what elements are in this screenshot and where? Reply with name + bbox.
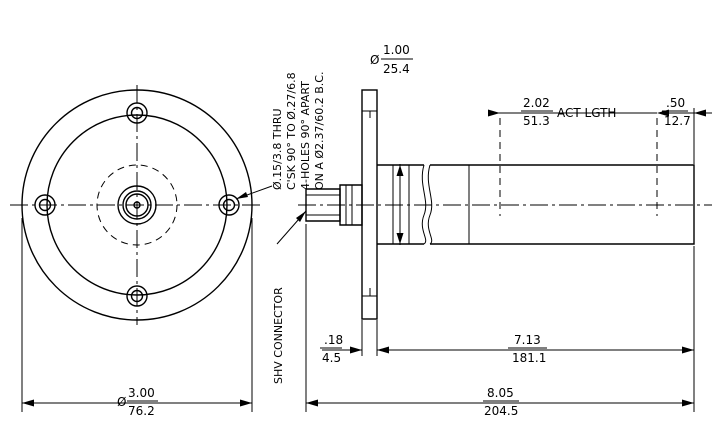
front-diameter-inch: 3.00: [128, 386, 155, 400]
connector-label: SHV CONNECTOR: [272, 287, 285, 384]
break-line-right: [427, 164, 433, 245]
active-length-mm: 51.3: [523, 114, 550, 128]
body-length-mm: 181.1: [512, 351, 546, 365]
connector-leader-arrow: [296, 211, 306, 222]
neck-diameter-prefix: Ø: [370, 53, 379, 67]
neck-diameter-dimension: Ø 1.00 25.4: [370, 43, 413, 245]
neck-diameter-inch: 1.00: [383, 43, 410, 57]
body-length-dimension: 7.13 181.1: [377, 246, 695, 365]
body-length-inch: 7.13: [514, 333, 541, 347]
connector-label-group: SHV CONNECTOR: [272, 287, 285, 384]
hole-note-line4: ON A Ø2.37/60.2 B.C.: [313, 72, 326, 190]
flange-thickness-mm: 4.5: [322, 351, 341, 365]
end-offset-mm: 12.7: [664, 114, 691, 128]
hole-note-arrow: [236, 192, 248, 199]
side-view: [298, 89, 712, 320]
hole-note-line3: 4-HOLES 90° APART: [299, 81, 312, 190]
end-offset-dimension: .50 12.7: [662, 96, 712, 164]
overall-length-inch: 8.05: [487, 386, 514, 400]
flange-thickness-inch: .18: [324, 333, 343, 347]
active-length-dimension: 2.02 51.3 ACT LGTH: [488, 96, 669, 128]
front-diameter-mm: 76.2: [128, 404, 155, 418]
overall-length-dimension: 8.05 204.5: [305, 224, 695, 418]
front-diameter-prefix: Ø: [117, 395, 126, 409]
break-line-left: [421, 164, 427, 245]
active-length-inch: 2.02: [523, 96, 550, 110]
front-view: [10, 85, 273, 325]
overall-length-mm: 204.5: [484, 404, 518, 418]
end-offset-inch: .50: [666, 96, 685, 110]
front-diameter-dimension: Ø 3.00 76.2: [21, 218, 253, 418]
neck-diameter-mm: 25.4: [383, 62, 410, 76]
hole-note-line1: Ø.15/3.8 THRU: [271, 108, 284, 190]
hole-spec-note: Ø.15/3.8 THRU C'SK 90° TO Ø.27/6.8 4-HOL…: [271, 72, 326, 190]
detector-tube: [430, 164, 695, 245]
flange-thickness-dimension: .18 4.5: [320, 320, 389, 365]
hole-note-line2: C'SK 90° TO Ø.27/6.8: [285, 72, 298, 190]
active-length-label: ACT LGTH: [557, 106, 616, 120]
